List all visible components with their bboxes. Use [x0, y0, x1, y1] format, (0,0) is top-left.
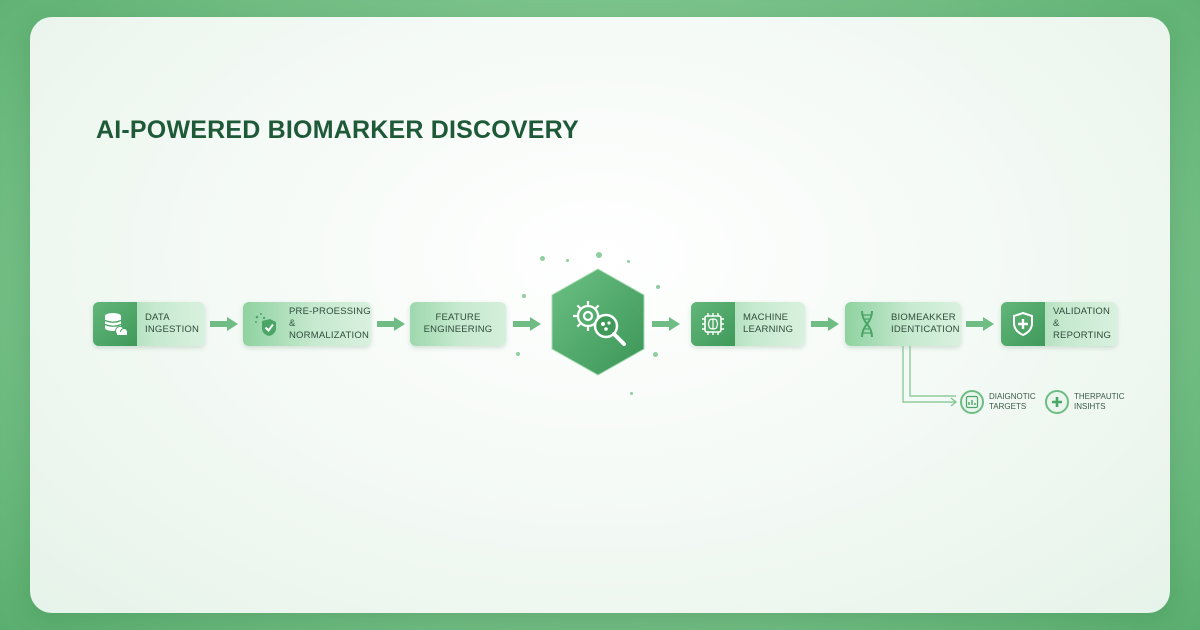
arrow-right-icon [652, 317, 680, 331]
outcome-diagnostic-targets: DIAIGNOTIC TARGETS [960, 389, 1036, 415]
arrow-right-icon [210, 317, 238, 331]
decor-dot [627, 260, 630, 263]
step-label: DATA INGESTION [145, 312, 200, 335]
step-label: PRE-PROESSING & NORMALIZATION [289, 306, 371, 341]
outcome-label: DIAIGNOTIC TARGETS [989, 392, 1036, 411]
center-ai-node [548, 266, 648, 378]
brain-chip-icon [691, 302, 735, 346]
medical-cross-icon [1045, 390, 1069, 414]
decor-dot [566, 259, 569, 262]
arrow-right-icon [513, 317, 541, 331]
step-label: VALIDATION & REPORTING [1053, 306, 1112, 341]
step-label: MACHINE LEARNING [743, 312, 794, 335]
chart-check-icon [960, 390, 984, 414]
arrow-right-icon [811, 317, 839, 331]
step-data-ingestion: DATA INGESTION [93, 302, 205, 346]
step-preprocessing: PRE-PROESSING & NORMALIZATION [243, 302, 371, 346]
step-validation-reporting: VALIDATION & REPORTING [1001, 302, 1117, 346]
arrow-right-icon [377, 317, 405, 331]
outcome-label: THERPAUTIC INSIHTS [1074, 392, 1125, 411]
decor-dot [516, 352, 520, 356]
arrow-right-icon [966, 317, 994, 331]
dna-icon [845, 302, 889, 346]
page-title: AI-POWERED BIOMARKER DISCOVERY [96, 116, 579, 144]
decor-dot [522, 294, 526, 298]
shield-plus-icon [1001, 302, 1045, 346]
decor-dot [540, 256, 545, 261]
decor-dot [653, 352, 658, 357]
shield-check-sparkle-icon [243, 302, 287, 346]
step-label: FEATURE ENGINEERING [423, 312, 493, 335]
outcome-therapeutic-insights: THERPAUTIC INSIHTS [1045, 389, 1125, 415]
decor-dot [656, 285, 660, 289]
step-label: BIOMEAKKER IDENTICATION [891, 312, 960, 335]
step-machine-learning: MACHINE LEARNING [691, 302, 805, 346]
decor-dot [630, 392, 633, 395]
decor-dot [596, 252, 602, 258]
database-cloud-icon [93, 302, 137, 346]
step-feature-engineering: FEATURE ENGINEERING [410, 302, 506, 346]
step-biomarker-identification: BIOMEAKKER IDENTICATION [845, 302, 961, 346]
gear-search-icon [551, 268, 645, 376]
